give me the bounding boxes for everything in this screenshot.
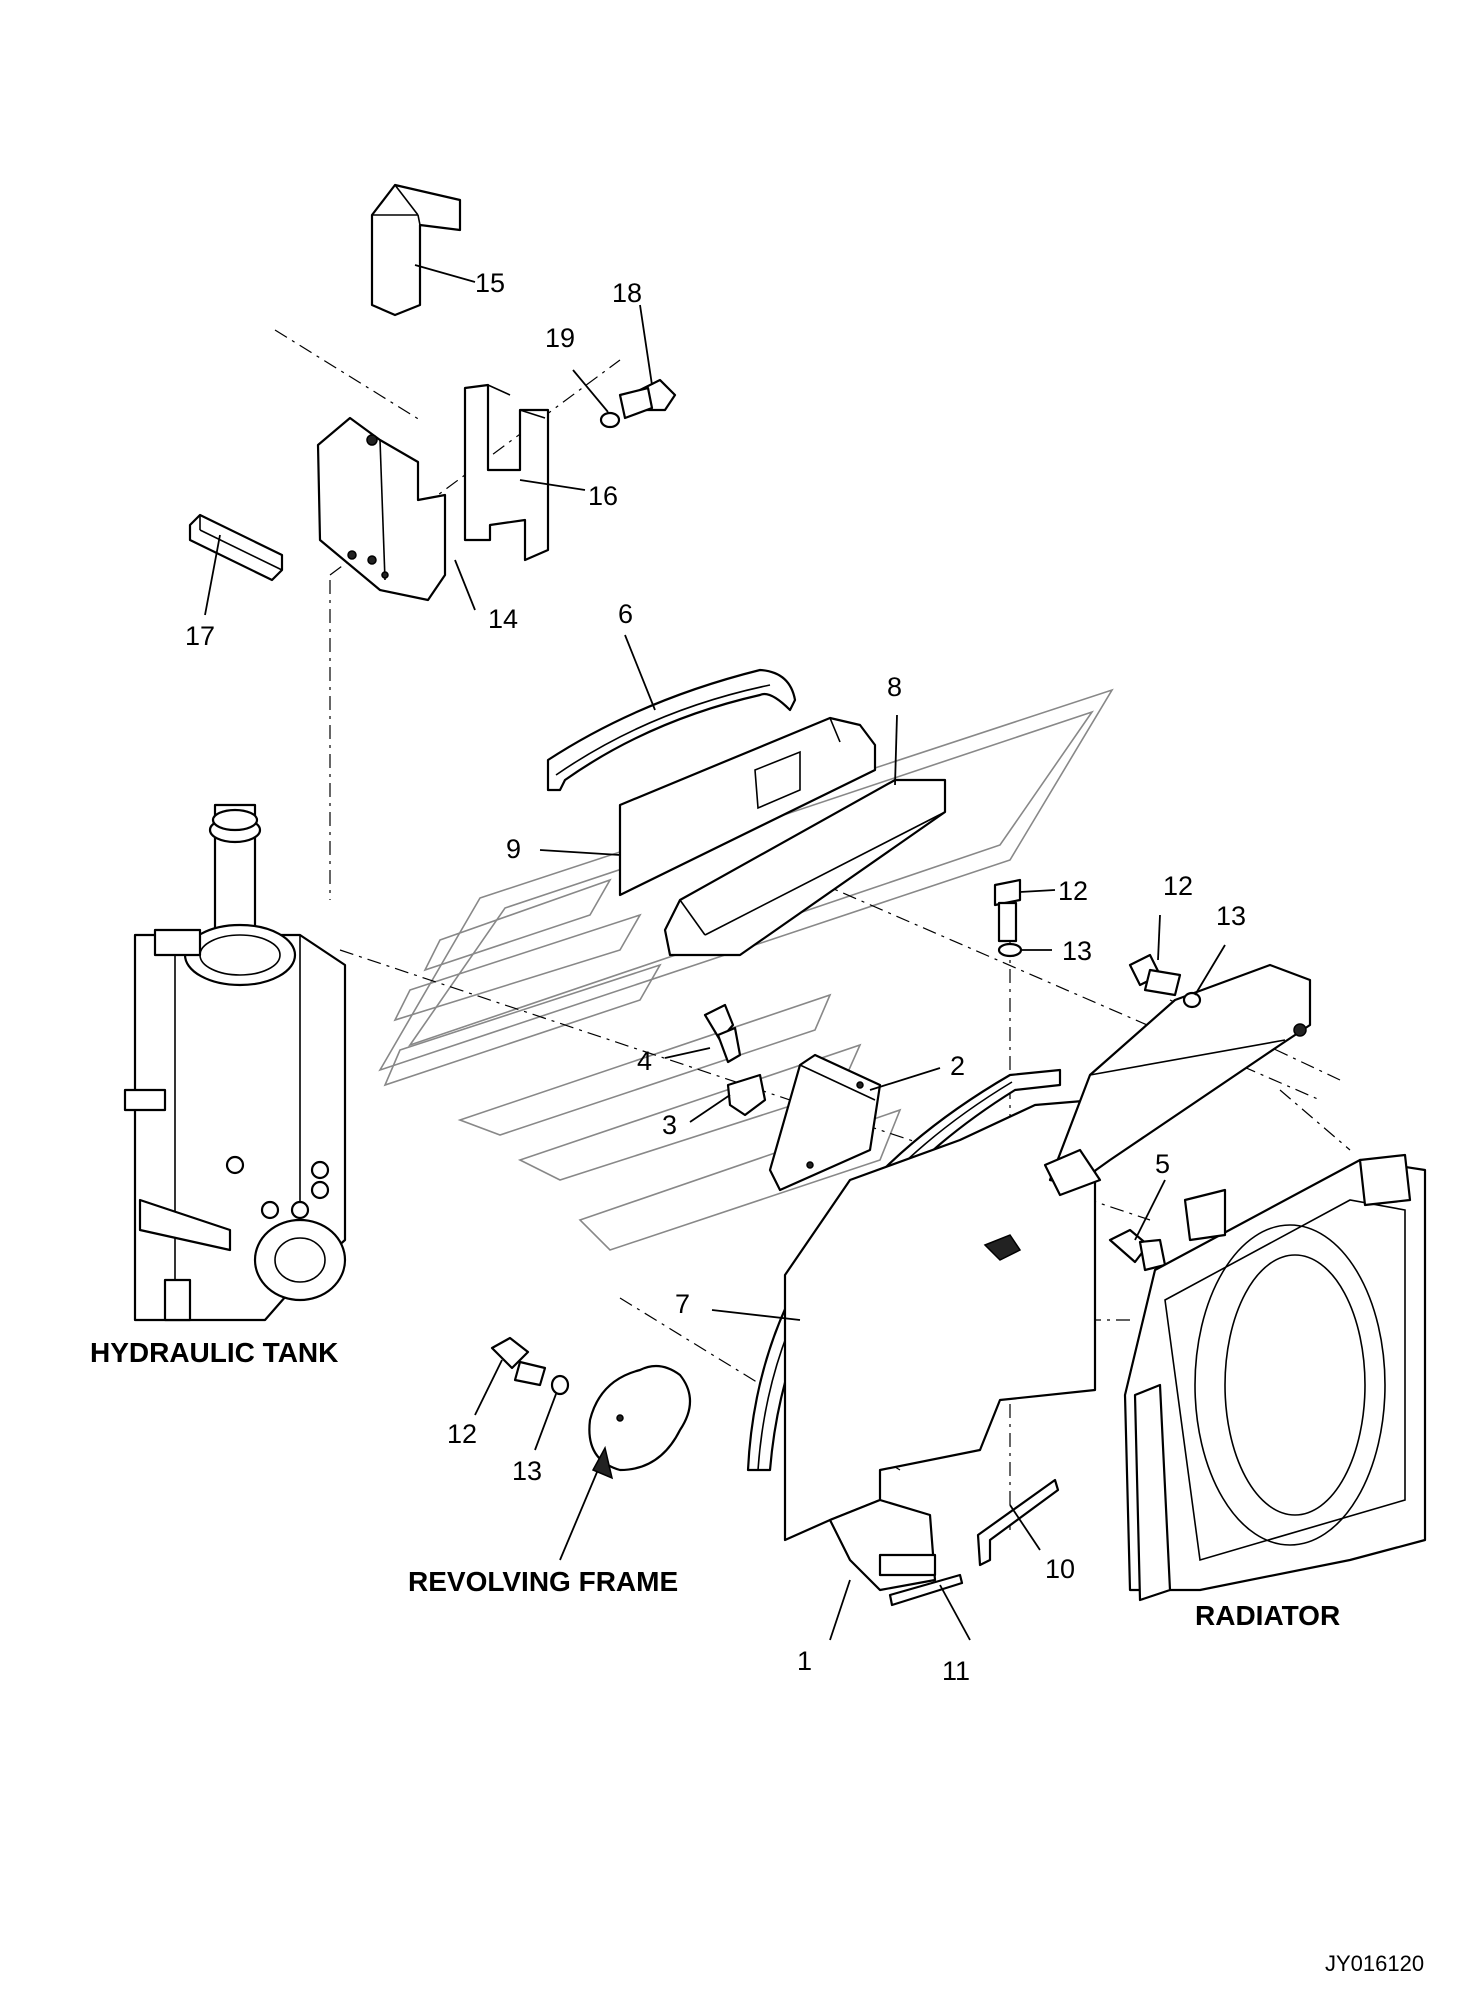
callout-8: 8 bbox=[887, 672, 902, 702]
callout-4: 4 bbox=[637, 1046, 652, 1076]
radiator bbox=[1123, 1153, 1427, 1602]
part-3-clip bbox=[726, 1073, 767, 1117]
caption-revolving-frame: REVOLVING FRAME bbox=[408, 1566, 678, 1597]
part-18-bolt bbox=[618, 378, 677, 420]
callout-16: 17 bbox=[185, 621, 215, 651]
part-11-strip bbox=[888, 1573, 964, 1607]
part-2-bracket bbox=[768, 1053, 882, 1192]
callout-13-right: 13 bbox=[1216, 901, 1246, 931]
callout-9: 9 bbox=[506, 834, 521, 864]
callout-19: 19 bbox=[545, 323, 575, 353]
part-12-bolt-upper bbox=[993, 878, 1022, 943]
part-1-shroud-plate bbox=[783, 1098, 1097, 1592]
part-10-strip bbox=[976, 1478, 1060, 1567]
callout-12-upper: 12 bbox=[1058, 876, 1088, 906]
callout-11: 11 bbox=[942, 1656, 970, 1686]
callout-17: 15 bbox=[475, 268, 505, 298]
upper-duct-cover bbox=[1043, 963, 1312, 1197]
callout-15: 16 bbox=[588, 481, 618, 511]
callout-13-lower: 13 bbox=[512, 1456, 542, 1486]
callout-12-right: 12 bbox=[1163, 871, 1193, 901]
part-4-bolt bbox=[703, 1003, 742, 1064]
callout-14: 14 bbox=[488, 604, 518, 634]
part-12-bolt-lower bbox=[490, 1336, 547, 1387]
callout-2: 2 bbox=[950, 1051, 965, 1081]
caption-hydraulic-tank: HYDRAULIC TANK bbox=[90, 1337, 338, 1368]
part-15-h-block bbox=[463, 383, 550, 562]
callout-6: 6 bbox=[618, 599, 633, 629]
part-8-long-block bbox=[663, 778, 947, 957]
part-13-washer-upper bbox=[997, 942, 1023, 958]
part-9-shroud-plate bbox=[618, 716, 877, 897]
caption-radiator: RADIATOR bbox=[1195, 1600, 1340, 1631]
leader-lines bbox=[204, 264, 1226, 1641]
hydraulic-tank bbox=[123, 803, 347, 1322]
part-14-bracket-plate bbox=[316, 416, 447, 602]
part-5-bolt bbox=[1108, 1228, 1167, 1272]
drawing-reference-number: JY016120 bbox=[1325, 1951, 1424, 1976]
callout-10: 10 bbox=[1045, 1554, 1075, 1584]
callout-7: 7 bbox=[675, 1289, 690, 1319]
part-12-bolt-right bbox=[1128, 953, 1182, 997]
callout-13-upper: 13 bbox=[1062, 936, 1092, 966]
callout-12-lower: 12 bbox=[447, 1419, 477, 1449]
part-17-l-block bbox=[370, 183, 462, 317]
callout-labels: 15 18 19 16 14 17 6 8 9 12 13 12 13 4 3 … bbox=[185, 268, 1246, 1686]
callout-18: 18 bbox=[612, 278, 642, 308]
part-6-seal-strip bbox=[546, 668, 797, 792]
part-16-bar bbox=[188, 513, 284, 582]
callout-1: 1 bbox=[797, 1646, 812, 1676]
part-13-washer-lower bbox=[550, 1374, 570, 1396]
callout-3: 3 bbox=[662, 1110, 677, 1140]
part-13-washer-right bbox=[1182, 991, 1202, 1009]
revolving-frame-patch bbox=[588, 1364, 692, 1472]
callout-5: 5 bbox=[1155, 1149, 1170, 1179]
part-19-washer bbox=[599, 411, 621, 429]
